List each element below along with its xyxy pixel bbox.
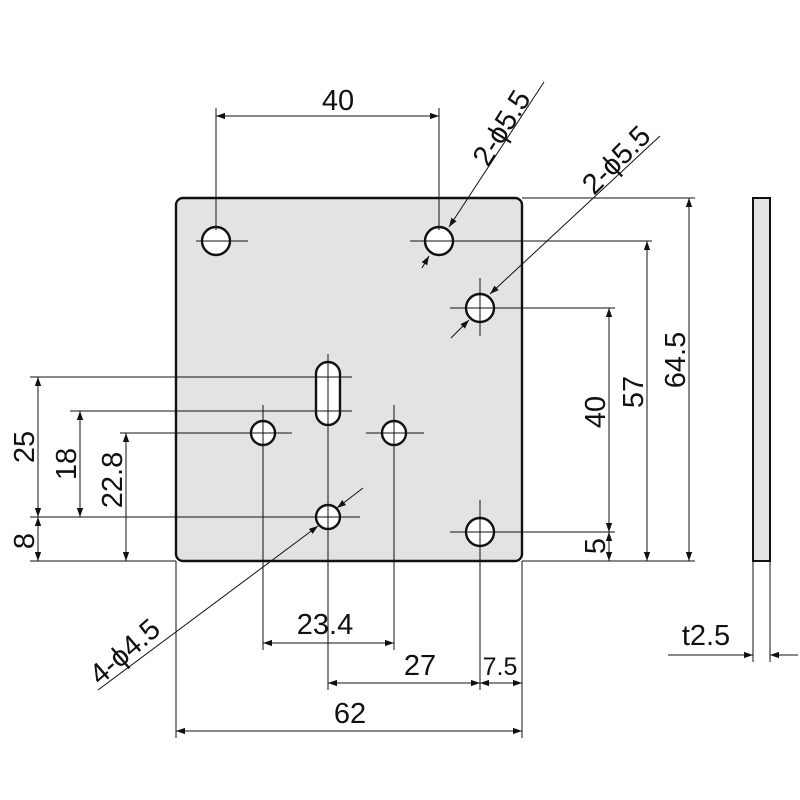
- dim-label-top-width: 40: [322, 85, 354, 117]
- dim-label-left-25: 25: [9, 431, 41, 463]
- dim-label-left-18: 18: [51, 448, 83, 480]
- dim-label-left-22-8: 22.8: [97, 452, 129, 508]
- dim-label-bottom-7-5: 7.5: [483, 653, 518, 681]
- dim-label-hole-top: 2-ϕ5.5: [467, 85, 538, 172]
- extension-lines: [30, 108, 771, 738]
- dimension-lines: [34, 81, 798, 735]
- dim-label-bottom-23-4: 23.4: [297, 609, 353, 641]
- dim-label-hole-right: 2-ϕ5.5: [576, 120, 657, 201]
- dim-label-right-57: 57: [618, 376, 650, 408]
- dim-label-right-5: 5: [580, 538, 612, 554]
- plate-outline: [174, 196, 524, 563]
- plate-side-view: [752, 197, 771, 562]
- dim-label-right-64-5: 64.5: [660, 332, 692, 388]
- center-lines: [30, 240, 652, 690]
- dim-label-left-8: 8: [9, 533, 41, 549]
- dim-label-bottom-62: 62: [334, 698, 366, 730]
- dim-label-bottom-27: 27: [404, 650, 436, 682]
- dim-label-hole-small: 4-ϕ4.5: [84, 613, 167, 691]
- dim-label-right-40: 40: [580, 396, 612, 428]
- dim-label-thickness: t2.5: [682, 620, 730, 652]
